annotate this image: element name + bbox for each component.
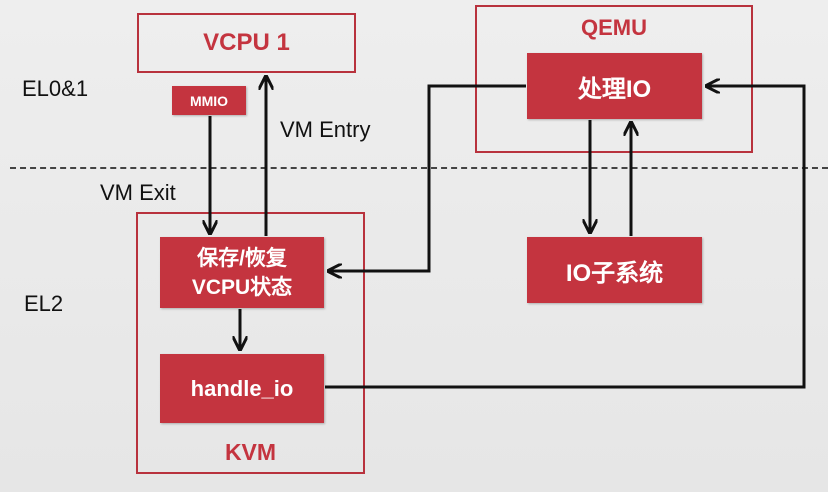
handle-io-box: handle_io xyxy=(160,354,324,423)
vcpu1-label: VCPU 1 xyxy=(203,29,290,56)
el01-label: EL0&1 xyxy=(22,76,89,101)
kvm-label: KVM xyxy=(224,439,277,465)
mmio-box: MMIO xyxy=(172,86,246,115)
qemu-label: QEMU xyxy=(581,15,647,40)
vm-exit-label: VM Exit xyxy=(100,180,176,205)
process-io-box: 处理IO xyxy=(527,53,702,119)
vm-entry-label: VM Entry xyxy=(280,117,371,142)
save-restore-line1: 保存/恢复 xyxy=(197,246,287,270)
save-restore-vcpu-box: 保存/恢复 VCPU状态 xyxy=(160,237,324,308)
el2-label: EL2 xyxy=(24,291,64,316)
qemu-box: QEMU xyxy=(475,5,753,153)
io-subsystem-box: IO子系统 xyxy=(527,237,702,303)
kvm-box: KVM xyxy=(136,212,365,474)
privilege-level-divider xyxy=(10,167,828,169)
qemu-to-save-arrow xyxy=(330,84,526,271)
save-restore-line2: VCPU状态 xyxy=(191,275,293,299)
handle-io-to-qemu-arrow xyxy=(325,86,806,389)
vcpu1-box: VCPU 1 xyxy=(137,13,356,73)
